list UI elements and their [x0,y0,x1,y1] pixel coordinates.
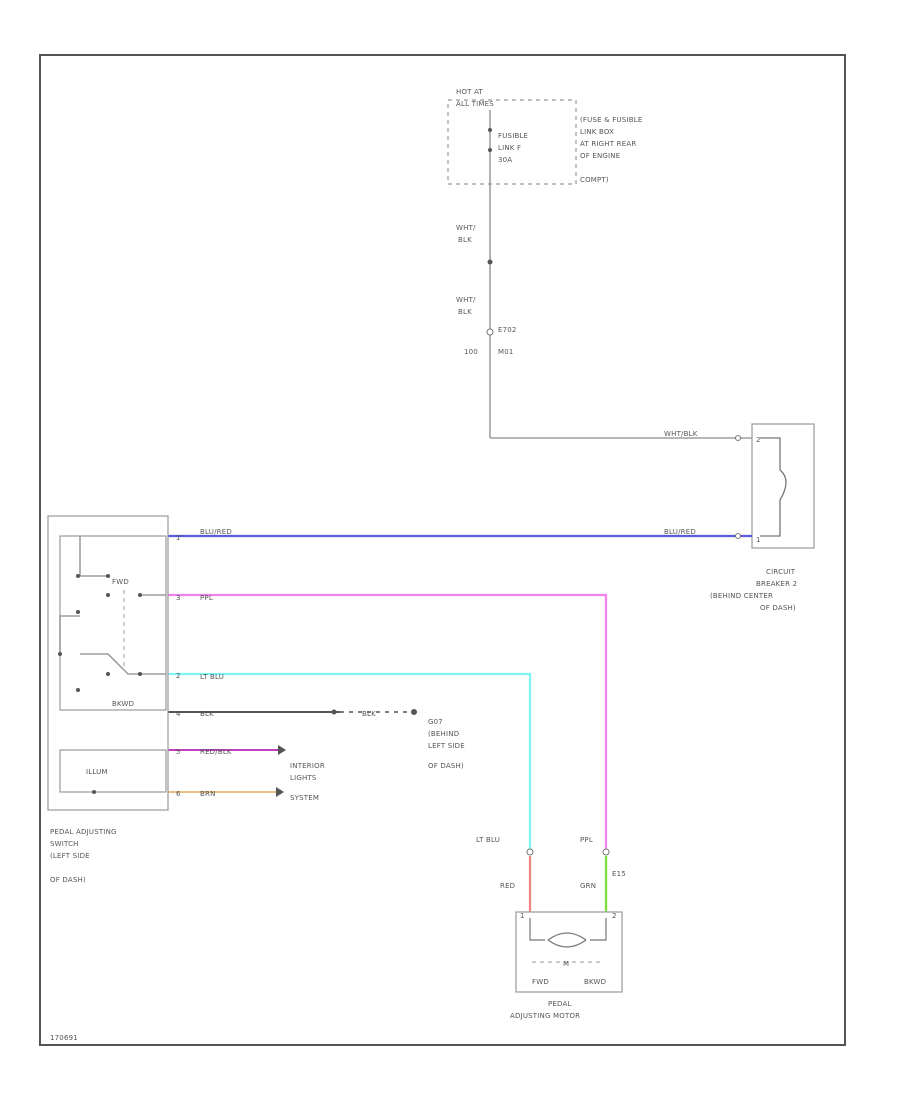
wire-red-blk: RED/BLK [168,745,286,756]
svg-text:(BEHIND: (BEHIND [428,730,459,738]
svg-text:INTERIOR: INTERIOR [290,762,325,770]
svg-text:6: 6 [176,790,181,798]
pedal-adjusting-switch: FWD BKWD ILLUM 1 3 2 4 5 6 PEDAL ADJUSTI… [47,515,181,884]
svg-text:100: 100 [464,348,478,356]
svg-text:PPL: PPL [200,594,213,602]
svg-text:LT BLU: LT BLU [200,673,224,681]
svg-text:G07: G07 [428,718,443,726]
svg-text:3: 3 [176,594,181,602]
fuse-box-desc-1: (FUSE & FUSIBLE [580,116,642,124]
svg-text:ILLUM: ILLUM [86,768,108,776]
svg-text:WHT/: WHT/ [456,224,476,232]
svg-text:LT BLU: LT BLU [476,836,500,844]
wire-ppl [168,593,608,850]
svg-text:BLU/RED: BLU/RED [664,528,696,536]
svg-text:LIGHTS: LIGHTS [290,774,317,782]
svg-text:BRN: BRN [200,790,216,798]
svg-text:OF DASH): OF DASH) [760,604,796,612]
svg-text:FWD: FWD [112,578,129,586]
fuse-amperage: 30A [498,156,512,164]
svg-text:LEFT SIDE: LEFT SIDE [428,742,465,750]
svg-text:CIRCUIT: CIRCUIT [766,568,796,576]
svg-text:OF DASH): OF DASH) [428,762,464,770]
hot-at-label: HOT AT [456,88,484,96]
svg-text:2: 2 [756,436,761,444]
svg-text:RED/BLK: RED/BLK [200,748,232,756]
svg-text:(LEFT SIDE: (LEFT SIDE [50,852,90,860]
svg-text:SWITCH: SWITCH [50,840,79,848]
fuse-box-desc-4: OF ENGINE [580,152,620,160]
svg-text:PEDAL: PEDAL [548,1000,572,1008]
svg-text:BREAKER 2: BREAKER 2 [756,580,797,588]
interior-lights-system: INTERIOR LIGHTS SYSTEM [290,762,325,802]
svg-text:(BEHIND CENTER: (BEHIND CENTER [710,592,773,600]
pedal-adjusting-motor: M FWD BKWD 1 2 PEDAL ADJUSTING MOTOR [510,911,623,1020]
fuse-box-desc-5: COMPT) [580,176,609,184]
wire-brn: BRN [168,787,284,798]
svg-text:5: 5 [176,748,181,756]
fuse-link-box: HOT AT ALL TIMES FUSIBLE LINK F 30A (FUS… [447,88,642,185]
svg-text:4: 4 [176,710,181,718]
svg-text:M: M [563,960,569,968]
svg-text:BKWD: BKWD [584,978,606,986]
svg-text:BLK: BLK [362,710,376,718]
svg-text:FWD: FWD [532,978,549,986]
svg-text:OF DASH): OF DASH) [50,876,86,884]
svg-text:BLK: BLK [458,308,472,316]
diagram-frame [39,54,846,1046]
svg-text:1: 1 [176,534,181,542]
svg-text:WHT/: WHT/ [456,296,476,304]
svg-text:GRN: GRN [580,882,596,890]
svg-text:ADJUSTING MOTOR: ADJUSTING MOTOR [510,1012,580,1020]
svg-text:BLK: BLK [458,236,472,244]
svg-text:PPL: PPL [580,836,593,844]
fuse-box-desc-2: LINK BOX [580,128,614,136]
svg-text:BKWD: BKWD [112,700,134,708]
svg-text:BLK: BLK [200,710,214,718]
all-times-label: ALL TIMES [456,100,494,108]
svg-text:2: 2 [176,672,181,680]
wire-lt-blu [168,672,532,850]
svg-text:2: 2 [612,912,617,920]
fusible-label: FUSIBLE [498,132,528,140]
svg-text:M01: M01 [498,348,514,356]
wht-blk-feed: WHT/ BLK WHT/ BLK E702 100 M01 WHT/BLK [456,184,752,441]
connector-e702: E702 [498,326,517,334]
svg-text:E15: E15 [612,870,626,878]
diagram-code: 170691 [50,1034,78,1042]
circuit-breaker-2: 2 1 CIRCUIT BREAKER 2 (BEHIND CENTER OF … [710,423,815,612]
fuse-box-desc-3: AT RIGHT REAR [580,140,636,148]
svg-text:RED: RED [500,882,515,890]
svg-text:SYSTEM: SYSTEM [290,794,319,802]
svg-text:BLU/RED: BLU/RED [200,528,232,536]
wht-blk-cb-label: WHT/BLK [664,430,698,438]
wire-blk-ground: BLK BLK G07 (BEHIND LEFT SIDE OF DASH) [168,709,465,770]
svg-text:1: 1 [520,912,525,920]
svg-text:1: 1 [756,536,761,544]
fusible-link-id: LINK F [498,144,521,152]
svg-text:PEDAL ADJUSTING: PEDAL ADJUSTING [50,828,117,836]
